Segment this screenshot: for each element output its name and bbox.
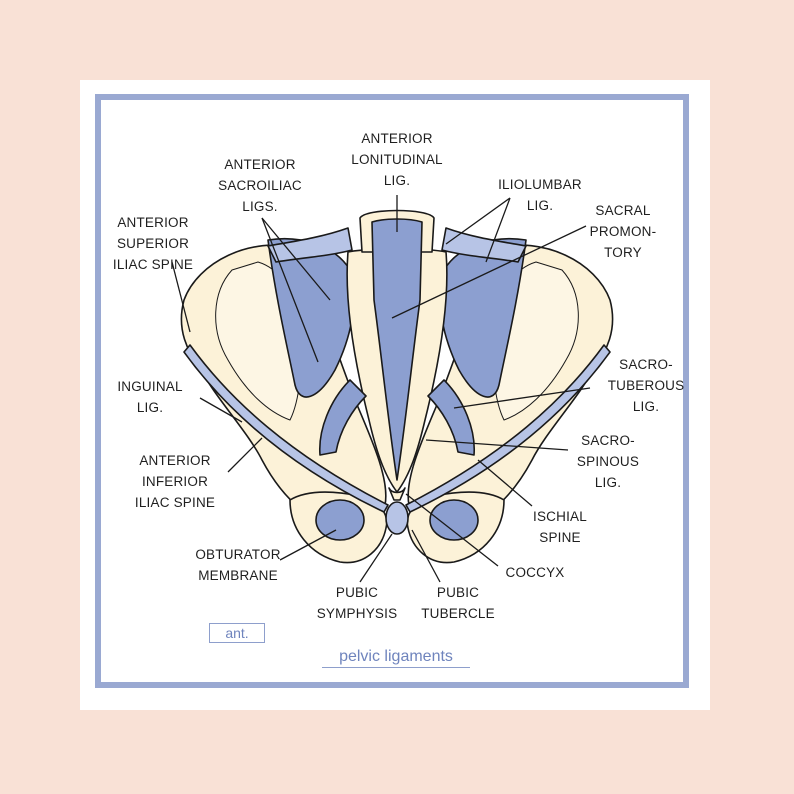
leader-pubic-tubercle [411,529,441,583]
leader-aiis [227,437,263,473]
label-sacrospinous-ligament: SACRO- SPINOUS LIG. [576,433,640,490]
leader-ischial-spine [477,459,533,507]
label-iliolumbar-ligament: ILIOLUMBAR LIG. [498,177,582,213]
leader-anterior-sacroiliac-a [261,217,331,301]
label-anterior-inferior-iliac-spine: ANTERIOR INFERIOR ILIAC SPINE [134,453,216,510]
label-pubic-tubercle: PUBIC TUBERCLE [421,585,495,621]
pubic-symphysis-disc [385,501,409,535]
leader-lines [171,195,591,583]
leader-obturator [279,529,337,561]
leader-sacrospinous [425,439,569,451]
caption: pelvic ligaments [322,648,470,668]
leader-pubic-symphysis [359,533,393,583]
coccyx-bone [388,487,406,501]
left-obturator-membrane [315,499,365,541]
leader-coccyx [405,493,499,567]
left-iliolumbar-ligament [267,227,353,263]
label-anterior-sacroiliac-ligs: ANTERIOR SACROILIAC LIGS. [218,157,302,214]
right-obturator-membrane [429,499,479,541]
label-sacral-promontory: SACRAL PROMON- TORY [589,203,657,260]
anterior-longitudinal-ligament [371,218,423,481]
left-inguinal-ligament [183,344,389,513]
right-inguinal-ligament [405,344,611,513]
label-inguinal-ligament: INGUINAL LIG. [117,379,183,415]
leader-iliolumbar-a [445,197,511,245]
leader-anterior-sacroiliac-b [261,217,319,363]
label-coccyx: COCCYX [505,565,565,580]
label-ischial-spine: ISCHIAL SPINE [533,509,587,545]
label-obturator-membrane: OBTURATOR MEMBRANE [195,547,281,583]
leader-asis [171,261,191,333]
label-pubic-symphysis: PUBIC SYMPHYSIS [316,585,398,621]
label-anterior-longitudinal-ligament: ANTERIOR LONITUDINAL LIG. [351,131,443,188]
label-sacrotuberous-ligament: SACRO- TUBEROUS LIG. [607,357,685,414]
leader-sacral-promontory [391,225,587,319]
left-sacrotuberous-ligament [319,379,367,456]
leader-iliolumbar-b [485,197,511,263]
right-iliolumbar-ligament [441,227,527,263]
leader-inguinal [199,397,243,423]
label-anterior-superior-iliac-spine: ANTERIOR SUPERIOR ILIAC SPINE [112,215,194,272]
view-tag: ant. [209,623,265,643]
right-sacrotuberous-ligament [427,379,475,456]
leader-sacrotuberous [453,387,591,409]
